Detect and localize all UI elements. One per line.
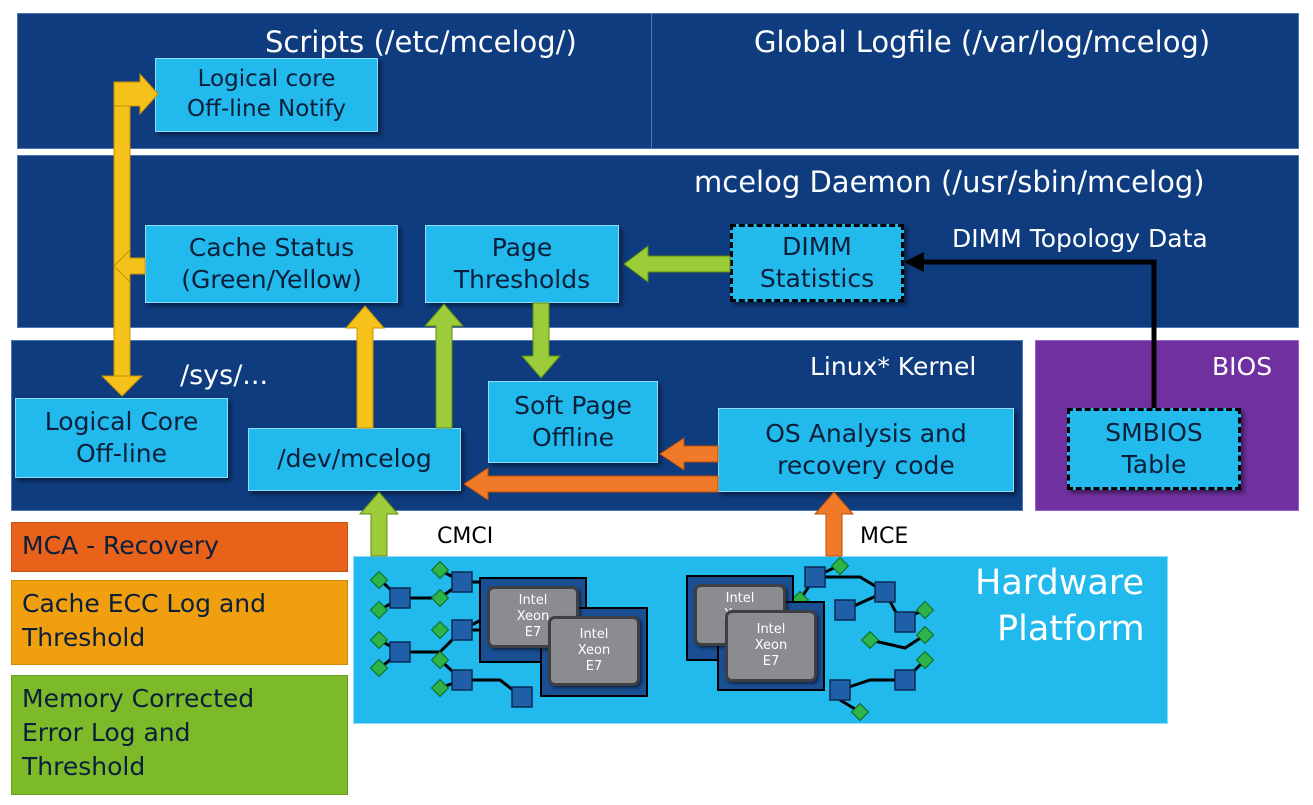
os-analysis-line1: OS Analysis and: [765, 418, 967, 448]
black-line-smbios: [922, 259, 1157, 408]
chip2f-line3: E7: [762, 654, 780, 670]
chip1f-line1: Intel: [579, 626, 609, 642]
cache-status-box: Cache Status (Green/Yellow): [145, 225, 398, 303]
orange-arrow-os-to-dev: [463, 467, 719, 501]
cpu-chip-1-front: Intel Xeon E7: [548, 616, 640, 686]
kernel-label: Linux* Kernel: [810, 352, 977, 381]
sys-label: /sys/...: [180, 360, 269, 391]
cache-status-line1: Cache Status: [188, 232, 355, 262]
hardware-label-line2: Platform: [997, 609, 1145, 649]
os-analysis-line2: recovery code: [777, 451, 955, 480]
soft-page-offline-line2: Offline: [531, 423, 615, 452]
scripts-label: Scripts (/etc/mcelog/): [265, 25, 577, 59]
green-arrow-cmci: [358, 491, 400, 557]
board-components: [389, 566, 916, 708]
chip2f-line2: Xeon: [754, 637, 788, 653]
logical-core-offline-box: Logical Core Off-line: [15, 398, 228, 478]
global-logfile-label: Global Logfile (/var/log/mcelog): [754, 25, 1211, 59]
dev-mcelog-box: /dev/mcelog: [248, 428, 461, 491]
legend-mca-line1: MCA - Recovery: [22, 531, 219, 560]
smbios-line2: Table: [1121, 450, 1187, 479]
hardware-label-line1: Hardware: [975, 563, 1144, 603]
legend-cache-line1: Cache ECC Log and: [22, 589, 266, 618]
legend-memory-line1: Memory Corrected: [22, 684, 255, 713]
legend-cache-line2: Threshold: [22, 622, 146, 652]
bios-label: BIOS: [1212, 352, 1273, 381]
os-analysis-box: OS Analysis and recovery code: [718, 408, 1014, 492]
yellow-arrow-dev-to-cache: [344, 305, 386, 429]
green-arrow-dev-to-page: [423, 303, 465, 429]
legend-memory-corrected: Memory Corrected Error Log and Threshold: [11, 675, 348, 795]
chip2b-line1: Intel: [725, 590, 755, 606]
chip1b-line1: Intel: [518, 592, 548, 608]
orange-arrow-mce: [813, 491, 855, 557]
legend-cache-ecc: Cache ECC Log and Threshold: [11, 580, 348, 665]
cpu-chip-2-front: Intel Xeon E7: [725, 610, 817, 682]
logical-core-offline-notify-box: Logical core Off-line Notify: [155, 58, 378, 132]
daemon-label: mcelog Daemon (/usr/sbin/mcelog): [694, 165, 1205, 199]
dimm-statistics-line1: DIMM: [782, 231, 852, 261]
page-thresholds-box: Page Thresholds: [425, 225, 619, 303]
page-thresholds-line2: Thresholds: [453, 265, 591, 294]
dev-mcelog-line1: /dev/mcelog: [277, 444, 432, 474]
legend-memory-line2: Error Log and: [22, 717, 191, 747]
cache-status-line2: (Green/Yellow): [181, 265, 362, 294]
chip1f-line3: E7: [585, 659, 603, 675]
yellow-arrow-notify: [113, 72, 159, 116]
mce-label: MCE: [860, 524, 909, 549]
chip1b-line3: E7: [524, 625, 542, 641]
smbios-line1: SMBIOS: [1105, 417, 1203, 447]
logical-core-offline-line1: Logical Core: [44, 406, 199, 436]
legend-memory-line3: Threshold: [22, 751, 146, 781]
dimm-topology-label: DIMM Topology Data: [952, 224, 1208, 253]
logical-core-offline-line2: Off-line: [75, 439, 168, 468]
chip1f-line2: Xeon: [577, 642, 611, 658]
legend-mca-recovery: MCA - Recovery: [11, 522, 348, 572]
dimm-statistics-box: DIMM Statistics: [730, 224, 904, 302]
black-arrowhead-dimm: [904, 252, 924, 272]
notify-line2: Off-line Notify: [186, 96, 347, 122]
green-arrow-page-to-soft: [520, 302, 562, 379]
chip1b-line2: Xeon: [516, 608, 550, 624]
soft-page-offline-line1: Soft Page: [514, 390, 632, 420]
smbios-table-box: SMBIOS Table: [1067, 408, 1241, 490]
yellow-bus: [113, 87, 131, 381]
chip2f-line1: Intel: [756, 621, 786, 637]
page-thresholds-line1: Page: [491, 232, 553, 262]
notify-line1: Logical core: [197, 66, 336, 93]
orange-arrow-os-to-soft: [659, 437, 719, 471]
dimm-statistics-line2: Statistics: [759, 264, 875, 293]
cmci-label: CMCI: [437, 524, 494, 549]
yellow-arrow-to-logical-core: [100, 375, 144, 397]
global-logfile-layer: [651, 13, 1299, 149]
green-arrow-dimm-to-page: [623, 245, 731, 283]
soft-page-offline-box: Soft Page Offline: [488, 381, 658, 463]
yellow-arrow-cache-to-bus: [113, 248, 146, 284]
